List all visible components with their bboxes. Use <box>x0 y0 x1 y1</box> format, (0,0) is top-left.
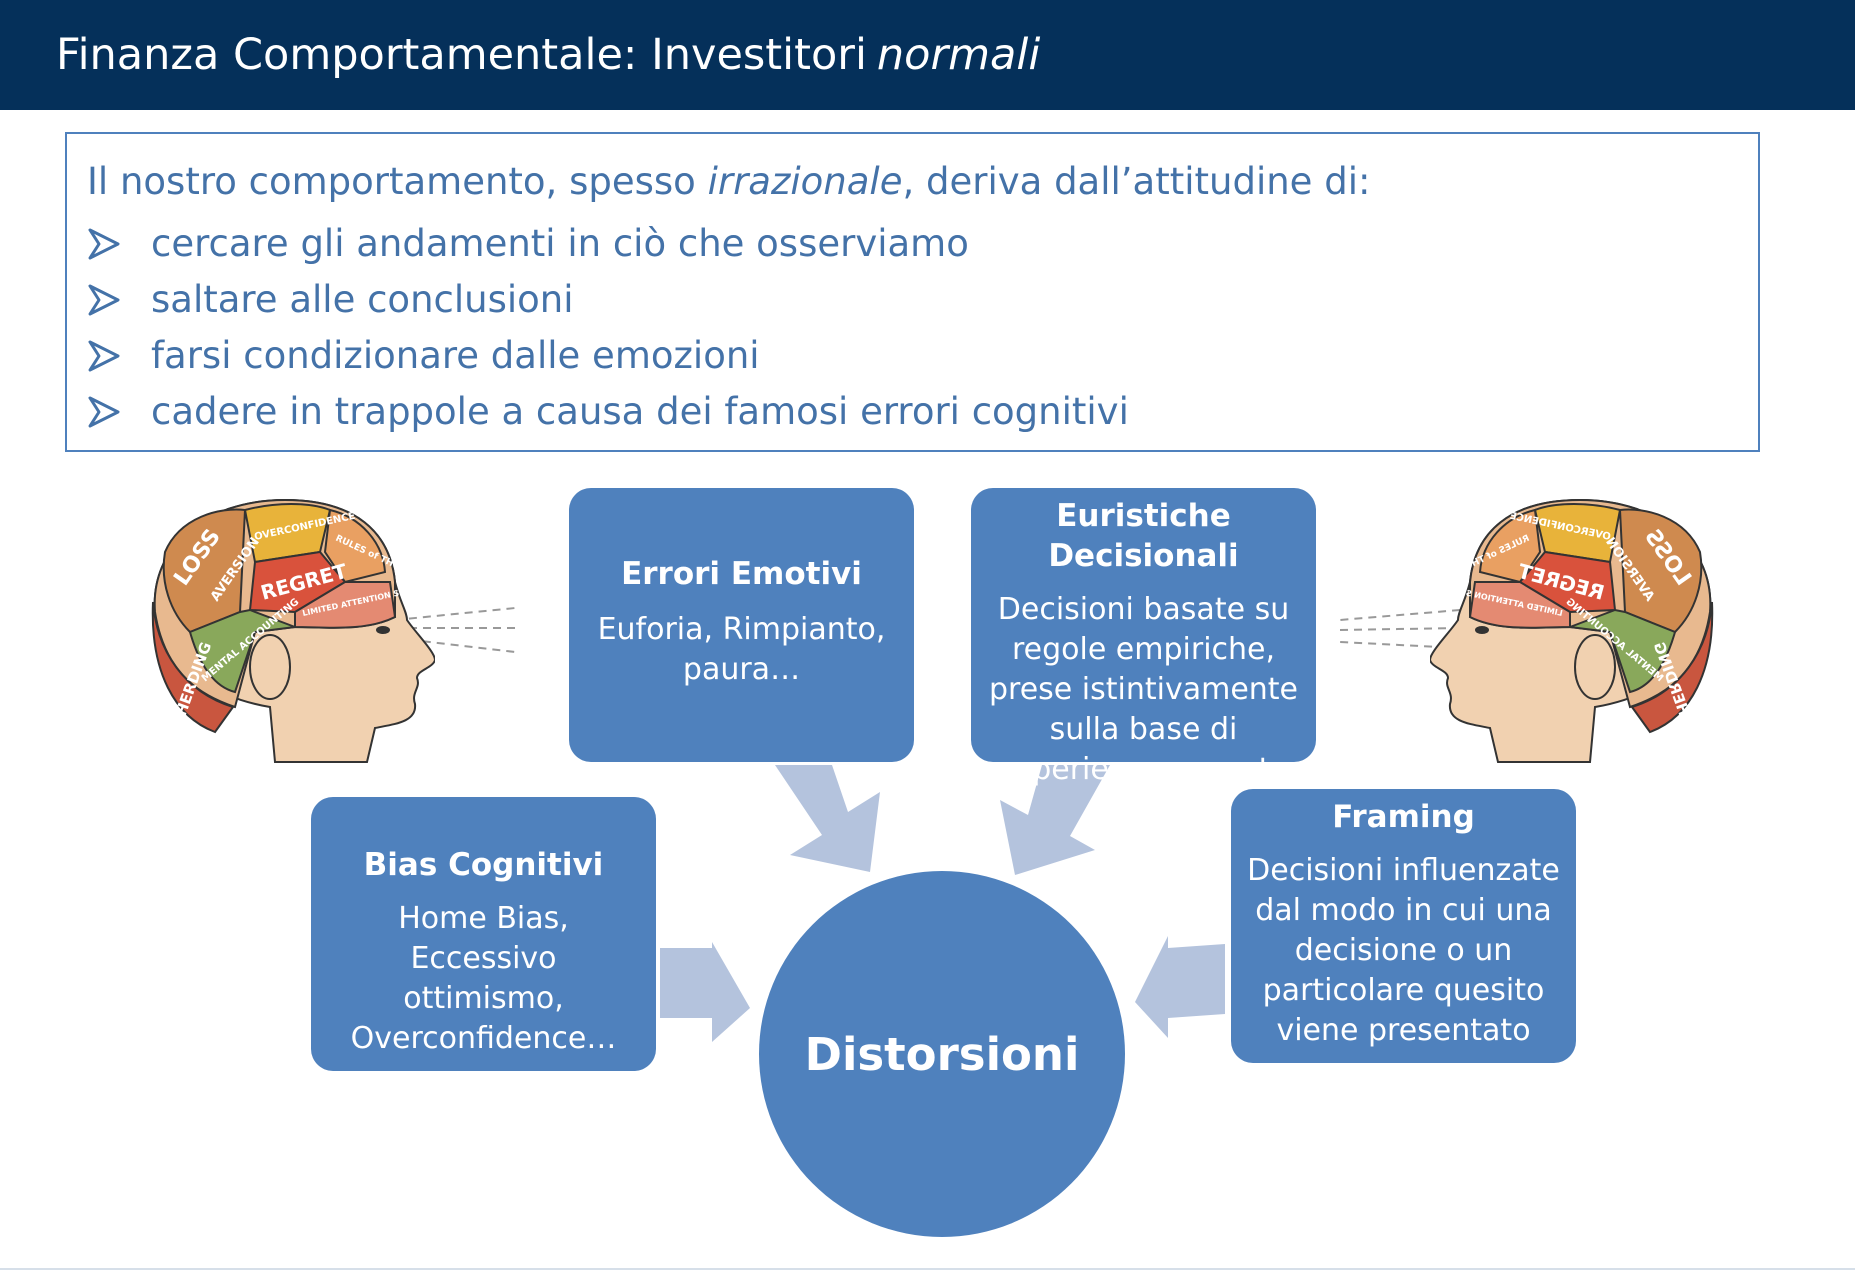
eye <box>376 626 390 634</box>
bullet-item: cercare gli andamenti in ciò che osservi… <box>87 216 1129 272</box>
ear <box>1574 634 1616 700</box>
sight-line-right-mid <box>1339 627 1461 631</box>
node-title: Euristiche Decisionali <box>1048 498 1239 574</box>
node-euristiche-decisionali: Euristiche Decisionali Decisioni basate … <box>971 488 1316 787</box>
node-errori-emotivi: Errori Emotivi Euforia, Rimpianto, paura… <box>569 488 914 762</box>
region-mental-accounting <box>1569 608 1677 694</box>
node-line: Overconfidence… <box>350 1021 617 1056</box>
node-framing: Framing Decisioni influenzate dal modo i… <box>1231 789 1576 1063</box>
bullet-item: saltare alle conclusioni <box>87 272 1129 328</box>
node-line: regole empiriche, <box>1011 632 1276 667</box>
bullet-text: cadere in trappole a causa dei famosi er… <box>151 390 1129 433</box>
node-title: Framing <box>1332 799 1475 835</box>
arrow-euristiche <box>1000 765 1110 875</box>
node-line: Decisioni influenzate <box>1247 853 1560 888</box>
region-herding <box>1630 601 1714 734</box>
arrowhead-bullet-icon <box>88 228 120 260</box>
footer-divider <box>0 1268 1855 1270</box>
node-line: dal modo in cui una <box>1255 893 1552 928</box>
region-herding <box>151 601 235 734</box>
intro-lead-emphasis: irrazionale <box>707 160 903 203</box>
eye <box>1475 626 1489 634</box>
bullet-text: saltare alle conclusioni <box>151 278 574 321</box>
node-line: paura… <box>682 652 801 687</box>
node-bias-cognitivi: Bias Cognitivi Home Bias, Eccessivo otti… <box>311 797 656 1071</box>
intro-box: Il nostro comportamento, spesso irrazion… <box>65 132 1760 452</box>
intro-lead: Il nostro comportamento, spesso irrazion… <box>87 160 1370 203</box>
bullet-text: cercare gli andamenti in ciò che osservi… <box>151 222 969 265</box>
arrowhead-bullet-icon <box>88 396 120 428</box>
phrenology-head-right: LOSS AVERSION OVERCONFIDENCE RULES of TH… <box>1430 498 1714 763</box>
arrow-framing <box>1135 936 1225 1038</box>
node-line: viene presentato <box>1276 1013 1531 1048</box>
sight-line-right-top <box>1339 609 1461 621</box>
region-rules-of-thumb <box>323 508 387 584</box>
bullet-item: cadere in trappole a causa dei famosi er… <box>87 384 1129 440</box>
phrenology-head-left: LOSS AVERSION OVERCONFIDENCE RULES of TH… <box>151 498 435 763</box>
center-label: Distorsioni <box>804 1027 1080 1081</box>
arrowhead-bullet-icon <box>88 340 120 372</box>
region-limited-attention <box>294 581 397 629</box>
center-circle-distorsioni: Distorsioni <box>759 871 1125 1237</box>
node-line: sulla base di <box>1049 712 1238 747</box>
node-line: Decisioni basate su <box>997 592 1290 627</box>
node-line: decisione o un <box>1294 933 1513 968</box>
node-line: Home Bias, Eccessivo <box>398 901 569 976</box>
bullet-list: cercare gli andamenti in ciò che osservi… <box>87 216 1129 440</box>
bullet-item: farsi condizionare dalle emozioni <box>87 328 1129 384</box>
ear <box>249 634 291 700</box>
intro-lead-after: , deriva dall’attitudine di: <box>902 160 1371 203</box>
node-line: esperienze passate <box>998 752 1289 787</box>
region-limited-attention <box>1468 581 1571 629</box>
node-title: Errori Emotivi <box>621 556 862 592</box>
node-line: prese istintivamente <box>988 672 1299 707</box>
region-overconfidence <box>243 503 332 564</box>
arrow-bias <box>660 942 750 1042</box>
slide-title-text: Finanza Comportamentale: Investitori <box>56 30 867 80</box>
arrow-emotivi <box>775 765 880 872</box>
node-line: ottimismo, <box>403 981 564 1016</box>
region-overconfidence <box>1533 503 1622 564</box>
bullet-text: farsi condizionare dalle emozioni <box>151 334 760 377</box>
region-loss-aversion <box>162 508 247 634</box>
sight-line-left-top <box>394 607 516 621</box>
intro-lead-before: Il nostro comportamento, spesso <box>87 160 708 203</box>
region-mental-accounting <box>188 608 296 694</box>
slide-title-emphasis: normali <box>876 30 1041 80</box>
node-title: Bias Cognitivi <box>363 847 604 883</box>
node-line: Euforia, Rimpianto, <box>597 612 886 647</box>
region-rules-of-thumb <box>1478 508 1542 584</box>
node-line: particolare quesito <box>1262 973 1545 1008</box>
region-loss-aversion <box>1618 508 1703 634</box>
arrowhead-bullet-icon <box>88 284 120 316</box>
